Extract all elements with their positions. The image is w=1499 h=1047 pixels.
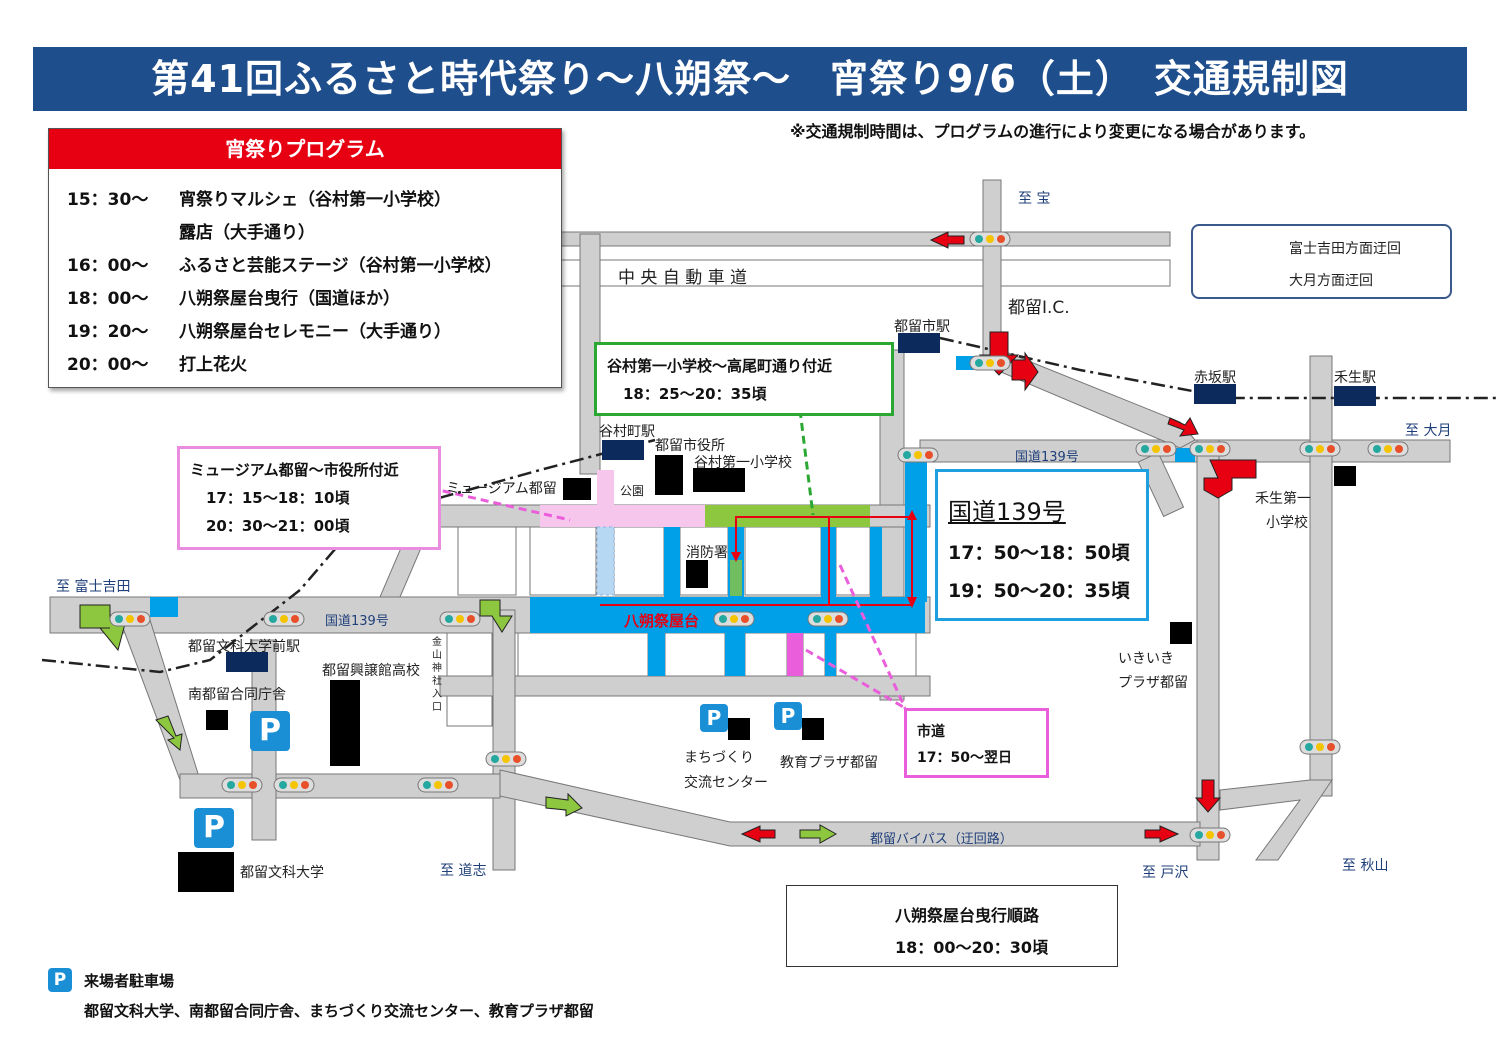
road-akiyama (1219, 779, 1333, 861)
traffic-signals (109, 231, 1409, 843)
program-time: 18：00〜 (67, 289, 149, 309)
road-highway-upper (559, 231, 1171, 247)
label-kanayama: 金山神社入口 (432, 637, 442, 713)
label-museum: ミュージアム都留 (446, 481, 557, 497)
label-akasaka-station: 赤坂駅 (1194, 370, 1236, 386)
zone-shido-box: 市道 17：50〜翌日 (904, 708, 1049, 778)
label-tsuru-ic: 都留I.C. (1008, 298, 1070, 318)
zone-museum-time2: 20：30〜21：00頃 (206, 517, 350, 535)
zone-museum-time1: 17：15〜18：10頃 (206, 489, 350, 507)
route-legend-box: 八朔祭屋台曳行順路 18：00〜20：30頃 (786, 885, 1118, 967)
label-kyoiku-plaza: 教育プラザ都留 (780, 755, 878, 771)
road-hoki (1309, 355, 1333, 797)
road-tozawa (1196, 439, 1220, 861)
zone-yamura-box: 谷村第一小学校〜高尾町通り付近 18：25〜20：35頃 (594, 342, 894, 416)
label-yamuramachi-station: 谷村町駅 (599, 424, 655, 440)
label-park: 公園 (620, 484, 645, 498)
label-kojokan: 都留興譲館高校 (322, 663, 420, 679)
program-box: 宵祭りプログラム 15：30〜 宵祭りマルシェ（谷村第一小学校） 露店（大手通り… (48, 128, 562, 388)
zone-shido-time: 17：50〜翌日 (917, 750, 1012, 766)
label-ikiiki-2: プラザ都留 (1118, 675, 1188, 691)
label-to-tozawa: 至 戸沢 (1142, 865, 1189, 881)
program-event: 宵祭りマルシェ（谷村第一小学校） (179, 190, 451, 210)
label-to-takara: 至 宝 (1018, 191, 1051, 207)
program-time: 15：30〜 (67, 190, 149, 210)
label-route139-east: 国道139号 (1015, 450, 1079, 465)
label-ikiiki-1: いきいき (1118, 651, 1174, 667)
program-time: 20：00〜 (67, 355, 149, 375)
label-tsurushi-station: 都留市駅 (894, 319, 950, 335)
label-to-fujiyoshida: 至 富士吉田 (56, 579, 131, 595)
route-legend-time: 18：00〜20：30頃 (895, 938, 1049, 957)
parking-icon: P (250, 711, 290, 751)
parking-icon: P (774, 702, 802, 730)
program-event: ふるさと芸能ステージ（谷村第一小学校） (179, 256, 502, 276)
parking-icon: P (194, 808, 234, 848)
zone-museum-box: ミュージアム都留〜市役所付近 17：15〜18：10頃 20：30〜21：00頃 (177, 446, 441, 550)
program-time: 19：20〜 (67, 322, 149, 342)
label-bunka-station: 都留文科大学前駅 (188, 639, 300, 655)
legend-red-label: 富士吉田方面迂回 (1289, 241, 1401, 257)
zone-museum (540, 505, 705, 527)
label-bypass: 都留バイパス（迂回路） (870, 832, 1013, 847)
label-hoki-station: 禾生駅 (1334, 370, 1376, 386)
page-title: 第41回ふるさと時代祭り〜八朔祭〜 宵祭り9/6（土） 交通規制図 (33, 47, 1467, 111)
label-to-doshi: 至 道志 (440, 863, 487, 879)
program-event: 露店（大手通り） (179, 223, 315, 243)
label-route139-west: 国道139号 (325, 614, 389, 629)
road-bypass (499, 769, 1201, 847)
label-yamura-school: 谷村第一小学校 (694, 455, 792, 471)
zone-route139-time1: 17：50〜18：50頃 (948, 542, 1130, 564)
label-minami-office: 南都留合同庁舎 (188, 687, 286, 703)
label-hoki-school-2: 小学校 (1266, 515, 1308, 531)
zone-shido (787, 633, 803, 676)
label-bunka-univ: 都留文科大学 (240, 865, 324, 881)
zone-yamura-time: 18：25〜20：35頃 (623, 385, 767, 403)
route-legend-title: 八朔祭屋台曳行順路 (895, 906, 1040, 925)
program-event: 八朔祭屋台セレモニー（大手通り） (179, 322, 451, 342)
program-heading: 宵祭りプログラム (49, 129, 561, 169)
program-event: 八朔祭屋台曳行（国道ほか） (179, 289, 400, 309)
zone-yamura-title: 谷村第一小学校〜高尾町通り付近 (607, 357, 833, 375)
label-yatai: 八朔祭屋台 (624, 612, 700, 630)
program-time: 16：00〜 (67, 256, 149, 276)
parking-icon: P (700, 704, 728, 732)
zone-shido-title: 市道 (917, 724, 945, 740)
zone-museum-title: ミュージアム都留〜市役所付近 (190, 461, 399, 479)
label-machizukuri-1: まちづくり (684, 750, 754, 766)
zone-route139-box: 国道139号 17：50〜18：50頃 19：50〜20：35頃 (935, 469, 1149, 621)
label-chuo-expressway: 中 央 自 動 車 道 (618, 268, 748, 288)
parking-legend-icon: P (48, 968, 72, 992)
label-to-akiyama: 至 秋山 (1342, 858, 1389, 874)
label-fire-station: 消防署 (686, 545, 728, 561)
legend-green-label: 大月方面迂回 (1289, 273, 1373, 289)
program-event: 打上花火 (179, 355, 247, 375)
closed-north-road (905, 462, 927, 602)
notice-text: ※交通規制時間は、プログラムの進行により変更になる場合があります。 (790, 122, 1316, 141)
label-city-hall: 都留市役所 (655, 438, 725, 454)
label-hoki-school-1: 禾生第一 (1255, 491, 1311, 507)
zone-route139-title: 国道139号 (948, 498, 1066, 526)
label-machizukuri-2: 交流センター (684, 775, 768, 791)
detour-legend: 富士吉田方面迂回 大月方面迂回 (1191, 224, 1452, 299)
parking-legend-title: 来場者駐車場 (84, 972, 175, 990)
road-akasaka (1137, 452, 1185, 518)
parking-legend-list: 都留文科大学、南都留合同庁舎、まちづくり交流センター、教育プラザ都留 (84, 1002, 594, 1020)
road-doshi (492, 609, 516, 871)
zone-route139-time2: 19：50〜20：35頃 (948, 580, 1130, 602)
label-to-otsuki: 至 大月 (1405, 423, 1452, 439)
